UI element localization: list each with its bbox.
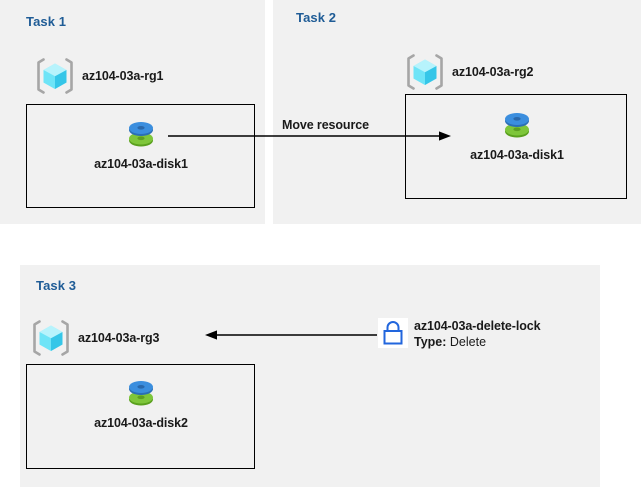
resource-box-task-2	[405, 94, 627, 199]
resource-group-row-1: az104-03a-rg1	[34, 56, 163, 96]
lock-icon	[378, 318, 408, 348]
resource-group-icon	[34, 56, 76, 96]
disk-label-task-3: az104-03a-disk2	[94, 416, 188, 430]
delete-lock-type-value: Delete	[449, 334, 487, 349]
resource-box-task-1	[26, 104, 255, 208]
managed-disk-icon	[121, 373, 161, 413]
task-1-title: Task 1	[26, 14, 67, 29]
task-2-title: Task 2	[296, 10, 337, 25]
disk-stack-task-1: az104-03a-disk1	[61, 114, 221, 171]
resource-group-label-3: az104-03a-rg3	[78, 331, 160, 345]
move-resource-label: Move resource	[282, 118, 369, 132]
delete-lock-block: az104-03a-delete-lock Type: Delete	[378, 318, 541, 351]
resource-group-icon	[404, 52, 446, 92]
disk-stack-task-2: az104-03a-disk1	[437, 105, 597, 162]
resource-group-label-1: az104-03a-rg1	[82, 69, 164, 83]
resource-group-icon	[30, 318, 72, 358]
move-resource-arrow	[168, 131, 451, 141]
managed-disk-icon	[121, 114, 161, 154]
delete-lock-type-label: Type:	[414, 334, 447, 349]
task-3-title: Task 3	[36, 278, 77, 293]
delete-lock-name: az104-03a-delete-lock	[414, 319, 541, 333]
disk-label-task-2: az104-03a-disk1	[470, 148, 564, 162]
delete-lock-arrow	[205, 330, 377, 340]
disk-label-task-1: az104-03a-disk1	[94, 157, 188, 171]
resource-group-row-2: az104-03a-rg2	[404, 52, 533, 92]
delete-lock-type: Type: Delete	[414, 335, 540, 351]
delete-lock-text: az104-03a-delete-lock Type: Delete	[414, 318, 541, 351]
resource-group-label-2: az104-03a-rg2	[452, 65, 534, 79]
resource-group-row-3: az104-03a-rg3	[30, 318, 159, 358]
disk-stack-task-3: az104-03a-disk2	[61, 373, 221, 430]
managed-disk-icon	[497, 105, 537, 145]
